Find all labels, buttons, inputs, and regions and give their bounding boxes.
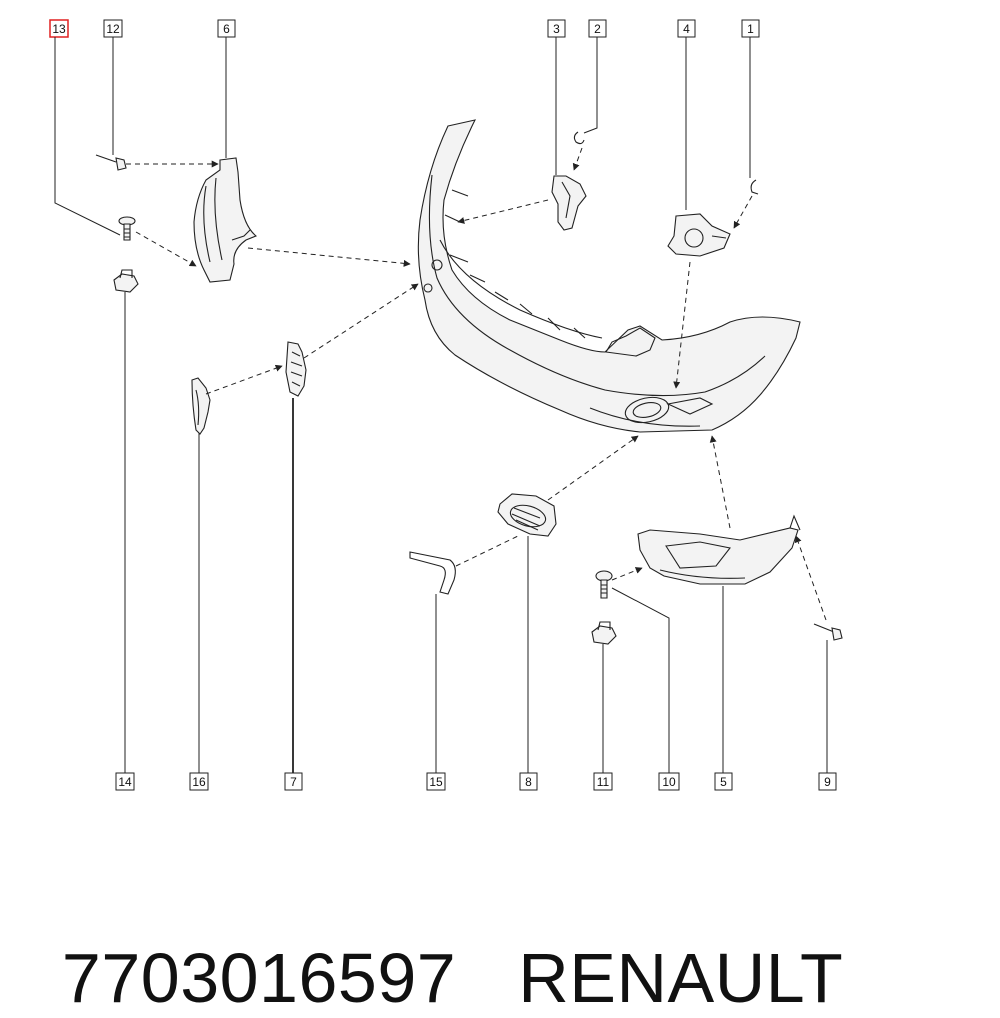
front-bumper (417, 119, 801, 433)
part-10-screw (595, 570, 613, 599)
callout-16[interactable]: 16 (189, 772, 209, 791)
part-5-lower-garnish (637, 514, 801, 585)
callout-7[interactable]: 7 (284, 772, 303, 791)
callout-15[interactable]: 15 (426, 772, 446, 791)
part-9-rivet (813, 623, 843, 641)
leader-13 (54, 37, 121, 236)
part-16-trim (191, 377, 211, 435)
callout-9-label: 9 (824, 775, 831, 789)
callout-11-label: 11 (597, 775, 610, 789)
callout-16-label: 16 (192, 775, 206, 789)
callout-3-label: 3 (553, 22, 560, 36)
part-2-clip (573, 131, 585, 145)
product-caption: 7703016597 RENAULT (22, 858, 843, 1018)
part-4-lamp-bracket (667, 213, 731, 257)
callout-5-label: 5 (720, 775, 727, 789)
callout-3[interactable]: 3 (547, 19, 566, 38)
part-12-rivet (95, 154, 127, 171)
callout-5[interactable]: 5 (714, 772, 733, 791)
callout-13[interactable]: 13 (49, 19, 69, 38)
part-14-clip-nut (113, 269, 139, 293)
callout-1[interactable]: 1 (741, 19, 760, 38)
callout-7-label: 7 (290, 775, 297, 789)
callout-8[interactable]: 8 (519, 772, 538, 791)
callout-2[interactable]: 2 (588, 19, 607, 38)
part-6-bracket (193, 157, 258, 283)
callout-10[interactable]: 10 (658, 772, 680, 791)
callout-13-label: 13 (52, 22, 66, 36)
callout-8-label: 8 (525, 775, 532, 789)
brand-name: RENAULT (518, 939, 844, 1017)
part-7-side-insert (285, 341, 307, 397)
part-13-screw (118, 216, 136, 241)
part-1-clip (750, 179, 759, 195)
callout-1-label: 1 (747, 22, 754, 36)
part-15-trim-strip (409, 551, 456, 595)
callout-4[interactable]: 4 (677, 19, 696, 38)
leader-2 (583, 37, 598, 134)
part-11-clip-nut (591, 621, 617, 645)
part-8-fog-grille (497, 493, 557, 537)
callout-12-label: 12 (106, 22, 120, 36)
callout-14[interactable]: 14 (115, 772, 135, 791)
part-3-bracket (551, 175, 587, 231)
callout-6-label: 6 (223, 22, 230, 36)
callout-6[interactable]: 6 (217, 19, 236, 38)
callout-13-box (49, 19, 69, 38)
callout-12[interactable]: 12 (103, 19, 123, 38)
exploded-parts-diagram: 13 12 6 3 2 4 1 14 16 7 15 8 (49, 19, 843, 791)
assembly-arrows (126, 147, 827, 621)
callout-4-label: 4 (683, 22, 690, 36)
callout-9[interactable]: 9 (818, 772, 837, 791)
part-number: 7703016597 (61, 939, 457, 1017)
leader-10 (611, 587, 670, 773)
callout-11[interactable]: 11 (593, 772, 613, 791)
callout-2-label: 2 (594, 22, 601, 36)
callout-15-label: 15 (429, 775, 443, 789)
callout-10-label: 10 (662, 775, 676, 789)
callout-14-label: 14 (118, 775, 132, 789)
